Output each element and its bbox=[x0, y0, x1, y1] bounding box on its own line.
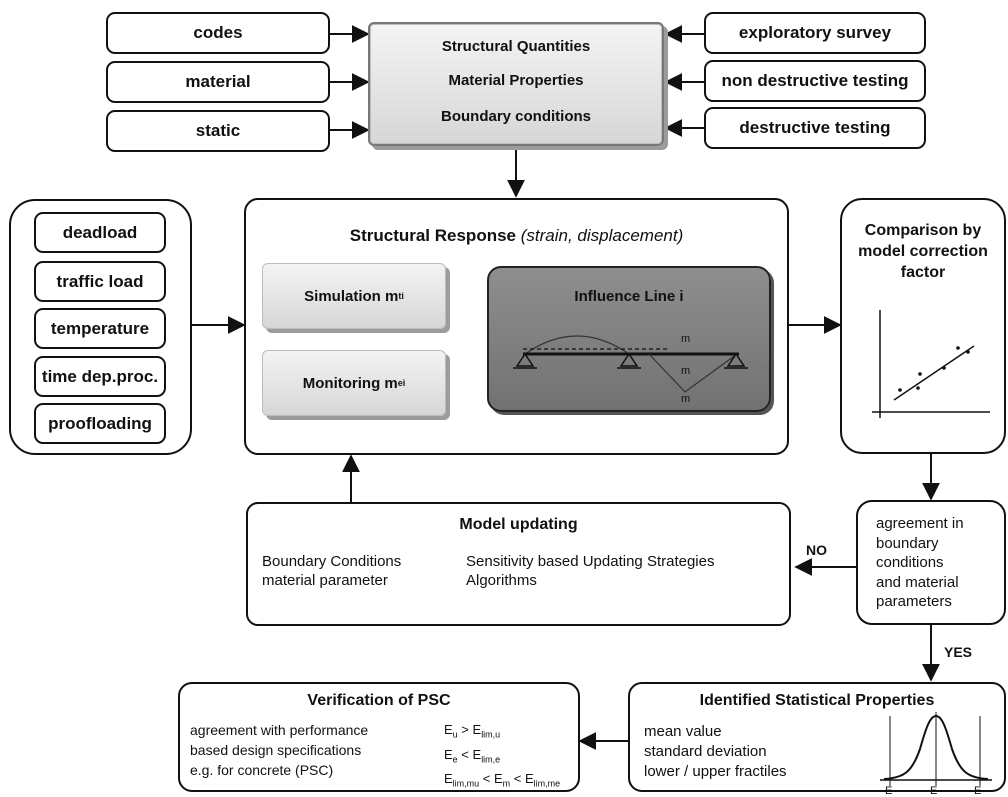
influence-mark-1: m bbox=[681, 333, 691, 345]
statistics-title: Identified Statistical Properties bbox=[699, 692, 935, 709]
comparison-box: Comparison by model correction factor bbox=[840, 198, 1006, 454]
comparison-line-3: factor bbox=[900, 264, 946, 281]
agreement-text: agreement in boundary conditions and mat… bbox=[876, 514, 964, 612]
influence-mark-2: m bbox=[681, 365, 691, 377]
influence-mark-3: m bbox=[681, 393, 691, 405]
formula-3: Elim,mu < Em < Elim,me bbox=[444, 771, 561, 789]
response-subtitle: (strain, displacement) bbox=[520, 226, 684, 245]
load-proofloading: proofloading bbox=[34, 403, 166, 444]
model-updating-box: Model updating Boundary Conditions mater… bbox=[246, 502, 791, 626]
verification-title: Verification of PSC bbox=[307, 692, 451, 709]
comparison-title: Comparison by model correction factor bbox=[842, 220, 1004, 283]
support-right bbox=[726, 352, 746, 367]
model-updating-left-2: material parameter bbox=[262, 572, 388, 589]
agreement-line-4: and material bbox=[876, 573, 959, 591]
simulation-label: Simulation m bbox=[304, 287, 399, 305]
simulation-subscript: ti bbox=[398, 291, 404, 301]
input-material: material bbox=[106, 61, 330, 103]
comparison-line-1: Comparison by bbox=[864, 222, 982, 239]
verification-box: Verification of PSC agreement with perfo… bbox=[178, 682, 580, 792]
scatter-point bbox=[966, 350, 970, 354]
verification-lines: agreement with performance based design … bbox=[190, 720, 368, 780]
statistics-line-1: mean value bbox=[644, 723, 722, 740]
scatter-plot bbox=[872, 310, 990, 418]
model-updating-right-2: Algorithms bbox=[466, 572, 537, 589]
support-left bbox=[515, 352, 535, 367]
agreement-box: agreement in boundary conditions and mat… bbox=[856, 500, 1006, 625]
scatter-fit-line bbox=[893, 345, 975, 401]
response-title: Structural Response bbox=[349, 226, 516, 245]
quantities-box: Structural Quantities Material Propertie… bbox=[368, 22, 664, 146]
scatter-point bbox=[916, 386, 920, 390]
axis-label-lower: E bbox=[885, 785, 893, 797]
label-no: NO bbox=[806, 542, 827, 558]
input-static: static bbox=[106, 110, 330, 152]
verification-line-1: agreement with performance bbox=[190, 722, 369, 738]
axis-label-upper: E bbox=[974, 785, 982, 797]
verification-line-3: e.g. for concrete (PSC) bbox=[190, 762, 334, 778]
axis-label-mean: E bbox=[930, 785, 938, 797]
formula-1: Eu > Elim,u bbox=[444, 722, 501, 740]
agreement-line-5: parameters bbox=[876, 593, 952, 610]
statistics-box: Identified Statistical Properties mean v… bbox=[628, 682, 1006, 797]
verification-formulas: Eu > Elim,u Ee < Elim,e Elim,mu < Em < E… bbox=[444, 720, 560, 794]
normal-distribution bbox=[880, 712, 992, 786]
quantity-structural: Structural Quantities bbox=[441, 38, 591, 55]
load-traffic: traffic load bbox=[34, 261, 166, 302]
verification-line-2: based design specifications bbox=[190, 742, 362, 758]
model-updating-right: Sensitivity based Updating Strategies Al… bbox=[466, 552, 714, 590]
load-temperature: temperature bbox=[34, 308, 166, 349]
model-updating-left: Boundary Conditions material parameter bbox=[262, 552, 401, 590]
support-middle bbox=[619, 352, 639, 367]
model-updating-left-1: Boundary Conditions bbox=[262, 553, 402, 570]
monitoring-subscript: ei bbox=[397, 378, 406, 388]
formula-2: Ee < Elim,e bbox=[444, 746, 501, 765]
statistics-line-3: lower / upper fractiles bbox=[644, 763, 787, 780]
comparison-line-2: model correction bbox=[858, 243, 988, 260]
quantity-material: Material Properties bbox=[448, 72, 584, 89]
load-deadload: deadload bbox=[34, 212, 166, 253]
model-updating-right-1: Sensitivity based Updating Strategies bbox=[466, 553, 715, 570]
label-yes: YES bbox=[944, 644, 973, 660]
scatter-point bbox=[956, 346, 960, 350]
statistics-lines: mean value standard deviation lower / up… bbox=[644, 722, 787, 782]
quantity-boundary: Boundary conditions bbox=[441, 108, 591, 125]
agreement-line-2: boundary bbox=[876, 534, 939, 552]
influence-arc bbox=[524, 335, 630, 355]
influence-drop bbox=[648, 353, 738, 393]
monitoring-label: Monitoring m bbox=[302, 374, 398, 392]
scatter-point bbox=[918, 372, 922, 376]
scatter-point bbox=[942, 366, 946, 370]
influence-title: Influence Line i bbox=[574, 288, 684, 305]
influence-line-box: Influence Line i m m m bbox=[487, 266, 771, 412]
input-destructive-testing: destructive testing bbox=[704, 107, 926, 149]
scatter-point bbox=[898, 388, 902, 392]
input-codes: codes bbox=[106, 12, 330, 54]
beam-diagram bbox=[513, 335, 748, 393]
response-heading: Structural Response (strain, displacemen… bbox=[246, 226, 787, 246]
load-time-dependent: time dep.proc. bbox=[34, 356, 166, 397]
model-updating-title: Model updating bbox=[459, 516, 578, 533]
agreement-line-3: conditions bbox=[876, 554, 944, 571]
agreement-line-1: agreement in bbox=[876, 515, 964, 532]
input-non-destructive-testing: non destructive testing bbox=[704, 60, 926, 102]
statistics-line-2: standard deviation bbox=[644, 743, 767, 760]
input-exploratory-survey: exploratory survey bbox=[704, 12, 926, 54]
